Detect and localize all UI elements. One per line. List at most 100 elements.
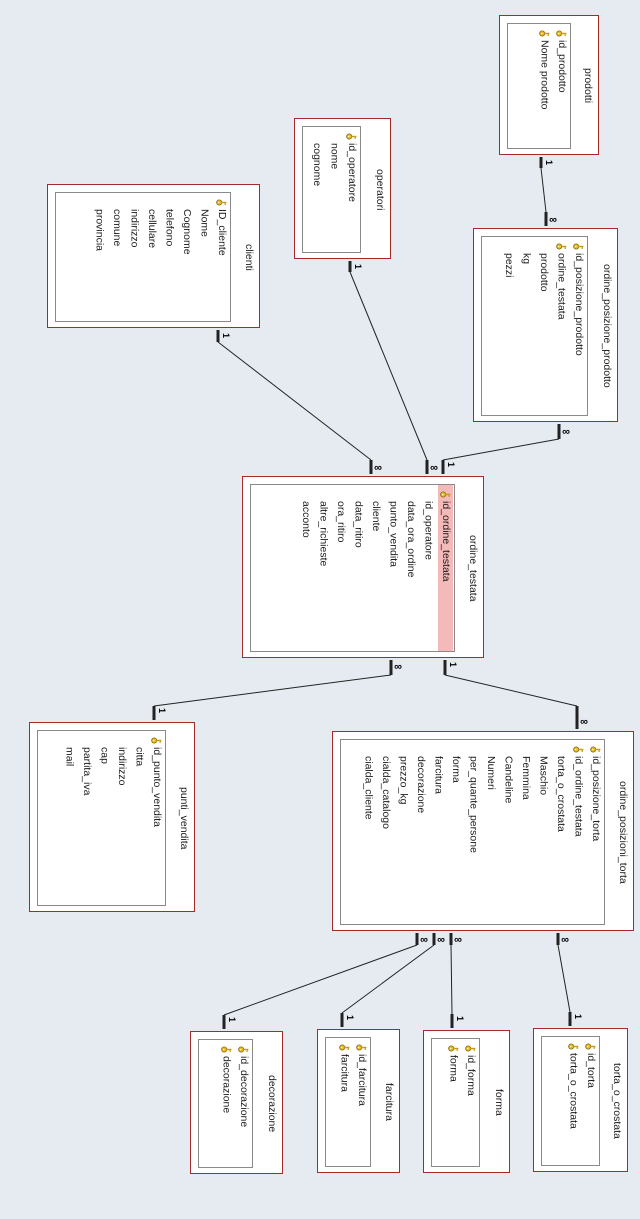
field-forma[interactable]: forma [446,1039,461,1166]
field-acconto[interactable]: acconto [298,485,313,651]
field-punto-vendita[interactable]: punto_vendita [386,485,401,651]
field-id-decorazione[interactable]: id_decorazione [236,1040,251,1167]
field-id-torta[interactable]: id_torta [583,1037,598,1165]
field-indirizzo[interactable]: indirizzo [114,731,129,905]
table-title[interactable]: ordine_posizione_prodotto [601,264,613,388]
relationship-clienti-ordine_testata-line[interactable] [217,341,372,461]
field-cliente[interactable]: cliente [368,485,383,651]
field-nome[interactable]: Nome [197,193,212,321]
field-torta-o-crostata[interactable]: torta_o_crostata [553,740,568,924]
field-data-ora-ordine[interactable]: data_ora_ordine [403,485,418,651]
field-candeline[interactable]: Candeline [501,740,516,924]
field-label: cialda_catalogo [380,756,392,829]
table-title[interactable]: decorazione [266,1074,278,1133]
field-numeri[interactable]: Numeri [483,740,498,924]
field-id-forma[interactable]: id_forma [463,1039,478,1166]
field-cialda-catalogo[interactable]: cialda_catalogo [378,740,393,924]
field-partita-iva[interactable]: partita_iva [79,731,94,905]
field-cognome[interactable]: Cognome [179,193,194,321]
field-id-operatore[interactable]: id_operatore [344,127,359,252]
field-ora-ritiro[interactable]: ora_ritiro [333,485,348,651]
table-title[interactable]: operatori [374,168,386,211]
field-nome[interactable]: nome [327,127,342,252]
relationship-farcitura-ordine_posizioni_torta-line[interactable] [341,944,435,1014]
field-kg[interactable]: kg [519,237,534,415]
field-mail[interactable]: mail [62,731,77,905]
table-ordine_posizione_prodotto[interactable]: ordine_posizione_prodotto id_posizione_pr… [473,228,618,422]
field-prodotto[interactable]: prodotto [536,237,551,415]
field-cognome[interactable]: cognome [309,127,324,252]
field-id-prodotto[interactable]: id_prodotto [554,24,569,148]
field-label: data_ritiro [352,501,365,548]
field-farcitura[interactable]: farcitura [431,740,446,924]
field-altre-richieste[interactable]: altre_richieste [316,485,331,651]
table-title[interactable]: prodotti [582,68,594,104]
field-id-posizione-prodotto[interactable]: id_posizione_prodotto [571,237,586,415]
field-cialda-cliente[interactable]: cialda_cliente [361,740,376,924]
relationship-torta_o_crostata-ordine_posizioni_torta-line[interactable] [557,944,571,1013]
field-id-operatore[interactable]: id_operatore [421,485,436,651]
field-femmina[interactable]: Femmina [518,740,533,924]
table-title[interactable]: ordine_posizioni_torta [617,780,629,884]
relationship-prodotti-ordine_posizione_prodotto-line[interactable] [540,167,547,213]
field-indirizzo[interactable]: indirizzo [127,193,142,321]
field-id-punto-vendita[interactable]: id_punto_vendita [149,731,164,905]
field-farcitura[interactable]: farcitura [337,1038,352,1166]
relationship-punti_vendita-ordine_testata-line[interactable] [153,674,392,707]
field-provincia[interactable]: provincia [92,193,107,321]
field-prezzo-kg[interactable]: prezzo_kg [396,740,411,924]
field-id-ordine-testata[interactable]: id_ordine_testata [438,485,453,651]
field-comune[interactable]: comune [109,193,124,321]
table-title[interactable]: forma [493,1089,505,1116]
table-title[interactable]: punti_vendita [178,786,190,850]
field-id-cliente[interactable]: ID_cliente [214,193,229,321]
field-data-ritiro[interactable]: data_ritiro [351,485,366,651]
field-forma[interactable]: forma [448,740,463,924]
table-title[interactable]: torta_o_crostata [611,1063,623,1139]
table-title[interactable]: farcitura [383,1083,395,1121]
field-id-posizione-torta[interactable]: id_posizione_torta [588,740,603,924]
relationship-operatori-ordine_testata-line[interactable] [349,271,428,461]
relationship-ordine_testata-ordine_posizione_prodotto-line[interactable] [442,438,560,461]
field-nome-prodotto[interactable]: Nome prodotto [537,24,552,148]
field-maschio[interactable]: Maschio [536,740,551,924]
table-title[interactable]: clienti [243,243,255,271]
field-citta[interactable]: citta [132,731,147,905]
field-telefono[interactable]: telefono [162,193,177,321]
relationship-decorazione-ordine_posizioni_torta-line[interactable] [223,944,418,1016]
field-decorazione[interactable]: decorazione [413,740,428,924]
field-cellulare[interactable]: cellulare [144,193,159,321]
field-per-quante-persone[interactable]: per_quante_persone [466,740,481,924]
field-torta-o-crostata[interactable]: torta_o_crostata [566,1037,581,1165]
field-pezzi[interactable]: pezzi [501,237,516,415]
field-id-ordine-testata[interactable]: id_ordine_testata [571,740,586,924]
relationship-ordine_testata-ordine_posizioni_torta-line[interactable] [444,674,578,707]
field-id-farcitura[interactable]: id_farcitura [354,1038,369,1166]
field-cap[interactable]: cap [97,731,112,905]
field-decorazione[interactable]: decorazione [219,1040,234,1167]
table-title[interactable]: ordine_testata [467,534,479,602]
table-ordine_posizioni_torta[interactable]: ordine_posizioni_torta id_posizione_torta… [332,731,634,931]
field-ordine-testata[interactable]: ordine_testata [554,237,569,415]
relationship-forma-ordine_posizioni_torta-line[interactable] [450,944,453,1015]
